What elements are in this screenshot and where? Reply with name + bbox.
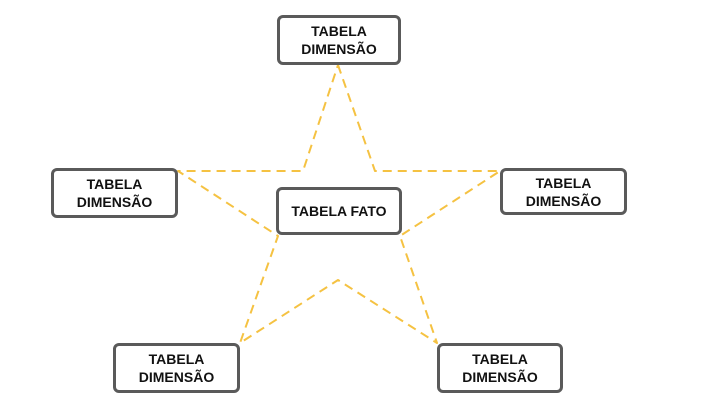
dimension-table-label: TABELA DIMENSÃO (462, 351, 538, 385)
dimension-table-right: TABELA DIMENSÃO (500, 168, 627, 215)
dimension-table-label: TABELA DIMENSÃO (138, 351, 215, 385)
fact-table-center: TABELA FATO (276, 187, 402, 235)
dimension-table-left: TABELA DIMENSÃO (51, 168, 178, 218)
dimension-table-label: TABELA DIMENSÃO (525, 174, 602, 209)
dimension-table-bottom-right: TABELA DIMENSÃO (437, 343, 563, 393)
dimension-table-top: TABELA DIMENSÃO (277, 15, 401, 65)
fact-table-label: TABELA FATO (291, 203, 387, 219)
dimension-table-label: TABELA DIMENSÃO (76, 176, 153, 210)
dimension-table-label: TABELA DIMENSÃO (301, 23, 377, 57)
star-dashed-path (177, 64, 501, 344)
dimension-table-bottom-left: TABELA DIMENSÃO (113, 343, 240, 393)
